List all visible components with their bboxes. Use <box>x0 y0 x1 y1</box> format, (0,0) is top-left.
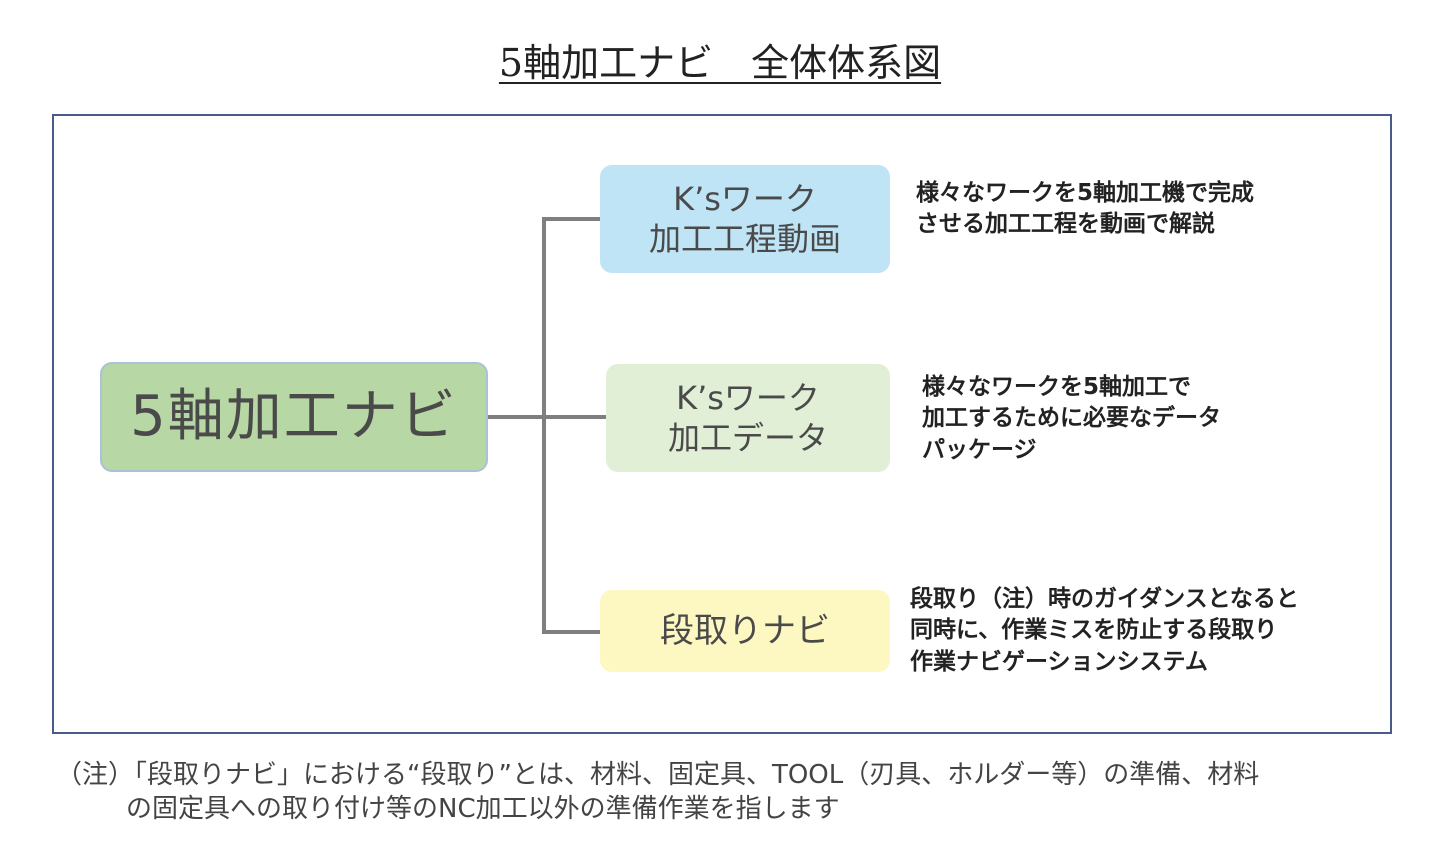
description-line: 同時に、作業ミスを防止する段取り <box>910 617 1278 644</box>
child-node-label-line2: 加工データ <box>667 419 828 457</box>
description-line: させる加工工程を動画で解説 <box>916 211 1215 238</box>
description-line: 様々なワークを5軸加工で <box>922 374 1192 400</box>
description-line: 作業ナビゲーションシステム <box>910 648 1208 675</box>
child-node-label-line1: K’sワーク <box>676 379 820 417</box>
description-line: 段取り（注）時のガイダンスとなると <box>910 586 1299 612</box>
description-line: 加工するために必要なデータ <box>922 405 1221 432</box>
root-node: 5軸加工ナビ <box>100 362 488 472</box>
footnote-line-1: （注）「段取りナビ」における“段取り”とは、材料、固定具、TOOL（刃具、ホルダ… <box>56 760 1260 790</box>
child-node-machining-data: K’sワーク 加工データ <box>606 364 890 472</box>
footnote-line-2: の固定具への取り付け等のNC加工以外の準備作業を指します <box>126 794 840 825</box>
description-process-video: 様々なワークを5軸加工機で完成 させる加工工程を動画で解説 <box>916 178 1254 241</box>
description-setup-navi: 段取り（注）時のガイダンスとなると 同時に、作業ミスを防止する段取り 作業ナビゲ… <box>910 584 1299 678</box>
footnote: （注）「段取りナビ」における“段取り”とは、材料、固定具、TOOL（刃具、ホルダ… <box>56 758 1426 827</box>
child-node-label-line1: K’sワーク <box>673 180 817 218</box>
description-line: パッケージ <box>922 436 1037 463</box>
diagram-title-text: 5軸加工ナビ 全体体系図 <box>498 41 942 85</box>
description-machining-data: 様々なワークを5軸加工で 加工するために必要なデータ パッケージ <box>922 372 1221 466</box>
child-node-label-line1: 段取りナビ <box>660 610 830 651</box>
description-line: 様々なワークを5軸加工機で完成 <box>916 180 1255 206</box>
child-node-label-line2: 加工工程動画 <box>648 220 841 258</box>
root-node-label: 5軸加工ナビ <box>130 384 458 449</box>
child-node-process-video: K’sワーク 加工工程動画 <box>600 165 890 273</box>
diagram-frame <box>52 114 1392 734</box>
child-node-setup-navi: 段取りナビ <box>600 590 890 672</box>
diagram-title: 5軸加工ナビ 全体体系図 <box>0 32 1440 87</box>
